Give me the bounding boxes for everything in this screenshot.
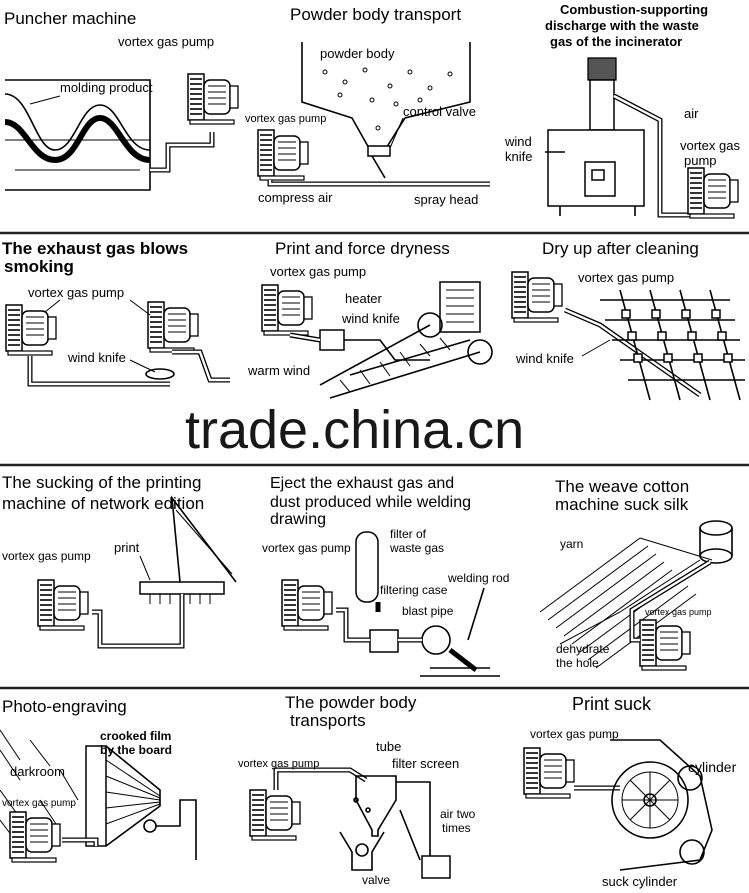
- label: vortex gas pump: [2, 549, 91, 563]
- vortex-gas-pump-icon: [258, 130, 308, 180]
- label: vortex gas pump: [28, 285, 124, 300]
- panel-eject-exhaust-gas: Eject the exhaust gas and dust produced …: [262, 475, 509, 676]
- panel-sucking-printing-machine: The sucking of the printing machine of n…: [2, 473, 236, 646]
- panel-title: Print and force dryness: [275, 239, 450, 258]
- label: filter of waste gas: [389, 527, 444, 555]
- panel-dry-after-cleaning: Dry up after cleaning vortex gas pump wi…: [512, 239, 745, 400]
- label: vortex gas pump: [645, 607, 712, 617]
- label: air: [684, 106, 699, 121]
- panel-title: Dry up after cleaning: [542, 239, 699, 258]
- label: wind knife: [341, 311, 400, 326]
- panel-title: The powder body transports: [285, 693, 421, 730]
- label: wind knife: [504, 134, 535, 164]
- label: yarn: [560, 537, 583, 551]
- label: print: [114, 540, 140, 555]
- panel-title: The weave cotton machine suck silk: [555, 477, 694, 514]
- panel-powder-body-transports: The powder body transports tube vortex g…: [238, 693, 479, 887]
- label: vortex gas pump: [118, 34, 214, 49]
- vortex-gas-pump-icon: [262, 285, 312, 335]
- label: compress air: [258, 190, 333, 205]
- label: dehydrate the hole: [556, 642, 613, 670]
- label: molding product: [60, 80, 153, 95]
- label: blast pipe: [402, 604, 454, 618]
- label: vortex gas pump: [578, 270, 674, 285]
- panel-weave-cotton-machine: The weave cotton machine suck silk yarn …: [540, 477, 732, 670]
- panel-puncher-machine: Puncher machine vortex gas pump molding …: [4, 9, 238, 190]
- watermark-text: trade.china.cn: [185, 400, 524, 460]
- vortex-gas-pump-icon: [250, 790, 300, 840]
- label: vortex gas pump: [680, 138, 744, 168]
- label: vortex gas pump: [245, 113, 326, 125]
- label: welding rod: [447, 571, 509, 585]
- panel-photo-engraving: Photo-engraving crooked film by the boar…: [0, 697, 196, 862]
- vortex-gas-pump-icon: [188, 74, 238, 124]
- vortex-gas-pump-icon: [512, 272, 562, 322]
- label: air two times: [440, 807, 479, 835]
- panel-title: Puncher machine: [4, 9, 136, 28]
- label: vortex gas pump: [530, 727, 619, 741]
- panel-title: Combustion-supporting discharge with the…: [545, 2, 712, 49]
- cleaning-rack: [600, 290, 745, 400]
- panel-combustion-supporting: Combustion-supporting discharge with the…: [504, 2, 744, 218]
- label: vortex gas pump: [270, 264, 366, 279]
- panel-title: The exhaust gas blows smoking: [2, 239, 193, 276]
- panel-title: Photo-engraving: [2, 697, 127, 716]
- panel-exhaust-gas-blows: The exhaust gas blows smoking vortex gas…: [2, 239, 230, 384]
- panel-title: Print suck: [572, 694, 652, 714]
- label: crooked film by the board: [100, 729, 175, 757]
- vortex-gas-pump-icon: [282, 580, 332, 630]
- label: darkroom: [10, 764, 65, 779]
- label: spray head: [414, 192, 478, 207]
- label: tube: [376, 739, 401, 754]
- panel-print-force-dryness: Print and force dryness vortex gas pump …: [247, 239, 492, 398]
- label: vortex gas pump: [238, 758, 319, 770]
- panel-powder-body-transport: Powder body transport powder body vortex…: [245, 5, 490, 207]
- panel-title: Eject the exhaust gas and dust produced …: [270, 475, 475, 528]
- powder-dots: [323, 68, 452, 130]
- label: suck cylinder: [602, 874, 678, 889]
- label: vortex gas pump: [262, 541, 351, 555]
- panel-title: The sucking of the printing machine of n…: [2, 473, 206, 513]
- label: control valve: [403, 104, 476, 119]
- panel-print-suck: Print suck vortex gas pump cylinder suck…: [524, 694, 737, 889]
- vortex-gas-pump-icon: [640, 620, 690, 670]
- panel-title: Powder body transport: [290, 5, 461, 24]
- label: powder body: [320, 46, 395, 61]
- label: cylinder: [688, 759, 737, 775]
- label: vortex gas pump: [2, 798, 76, 809]
- label: filtering case: [380, 583, 448, 597]
- label: heater: [345, 291, 383, 306]
- label: wind knife: [515, 351, 574, 366]
- vortex-gas-pump-icon: [38, 580, 88, 630]
- vortex-gas-pump-icon: [688, 168, 738, 218]
- vortex-gas-pump-icon: [148, 302, 198, 352]
- vortex-gas-pump-icon: [6, 305, 56, 355]
- vortex-gas-pump-icon: [524, 748, 574, 798]
- label: filter screen: [392, 756, 459, 771]
- label: wind knife: [67, 350, 126, 365]
- label: valve: [362, 873, 390, 887]
- label: warm wind: [247, 363, 310, 378]
